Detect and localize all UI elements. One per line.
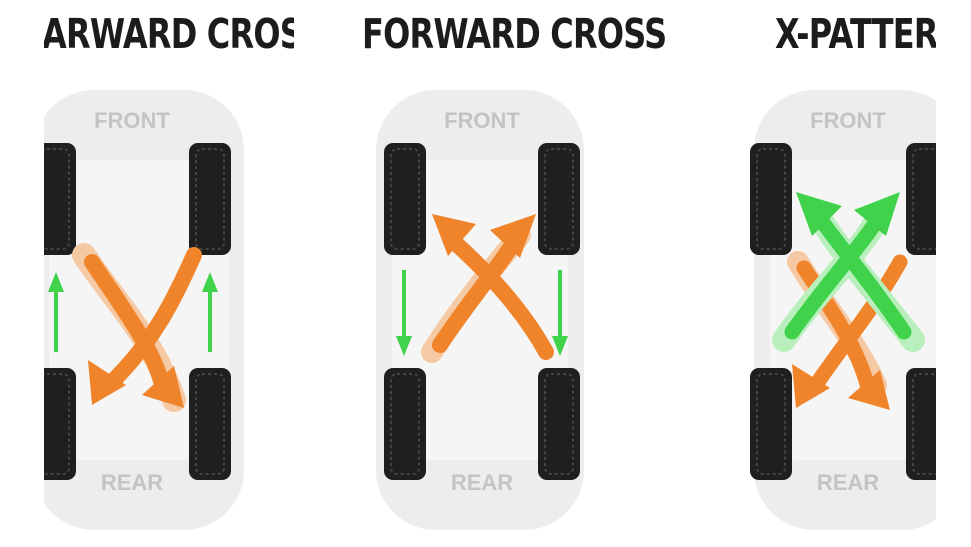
arrow-icon [810, 254, 908, 390]
tire-icon [44, 368, 76, 480]
tire-group [44, 143, 231, 480]
arrow-icon [816, 216, 912, 340]
tire-icon [538, 143, 580, 255]
front-label: FRONT [444, 108, 520, 133]
diagram-title: FORWARD CROSS [362, 10, 667, 58]
rear-label: REAR [817, 470, 879, 495]
tire-group [384, 143, 580, 480]
arrow-icon [552, 336, 568, 356]
arrow-icon [444, 232, 554, 360]
arrow-icon [88, 360, 126, 405]
tire-icon [906, 143, 936, 255]
tire-icon [906, 368, 936, 480]
diagram-title: X-PATTERN [775, 10, 936, 58]
diagram-rearward-cross: ARWARD CROSS FRONT REAR [44, 0, 294, 547]
diagram-forward-cross: FORWARD CROSS FRONT REAR [362, 0, 667, 547]
car-diagram: FRONT REAR [44, 90, 244, 530]
tire-icon [189, 368, 231, 480]
rear-label: REAR [451, 470, 513, 495]
arrow-icon [202, 272, 218, 292]
car-diagram: FRONT REAR [376, 90, 584, 530]
arrow-icon [792, 364, 830, 408]
arrow-icon [854, 192, 900, 236]
tire-icon [538, 368, 580, 480]
tire-icon [750, 368, 792, 480]
diagram-title: ARWARD CROSS [44, 10, 294, 58]
arrow-icon [490, 214, 536, 258]
arrow-icon [48, 272, 64, 292]
tire-icon [44, 143, 76, 255]
rear-label: REAR [101, 470, 163, 495]
arrow-icon [784, 214, 884, 340]
tire-icon [189, 143, 231, 255]
car-layout: FRONT REAR [370, 0, 620, 547]
arrow-icon [396, 336, 412, 356]
tire-group [750, 143, 936, 480]
arrow-icon [796, 260, 876, 396]
car-layout: FRONT REAR [748, 0, 936, 547]
car-layout: FRONT REAR [44, 0, 294, 547]
front-label: FRONT [810, 108, 886, 133]
tire-icon [384, 143, 426, 255]
arrow-icon [848, 370, 890, 410]
arrow-icon [142, 366, 184, 408]
arrow-icon [84, 254, 170, 393]
arrow-icon [796, 192, 842, 236]
tire-icon [750, 143, 792, 255]
arrow-icon [432, 237, 520, 353]
arrow-icon [432, 214, 476, 256]
tire-icon [384, 368, 426, 480]
front-label: FRONT [94, 108, 170, 133]
arrow-icon [106, 247, 202, 388]
car-diagram: FRONT REAR [750, 90, 936, 530]
diagram-x-pattern: X-PATTERN FRONT REAR [748, 0, 936, 547]
